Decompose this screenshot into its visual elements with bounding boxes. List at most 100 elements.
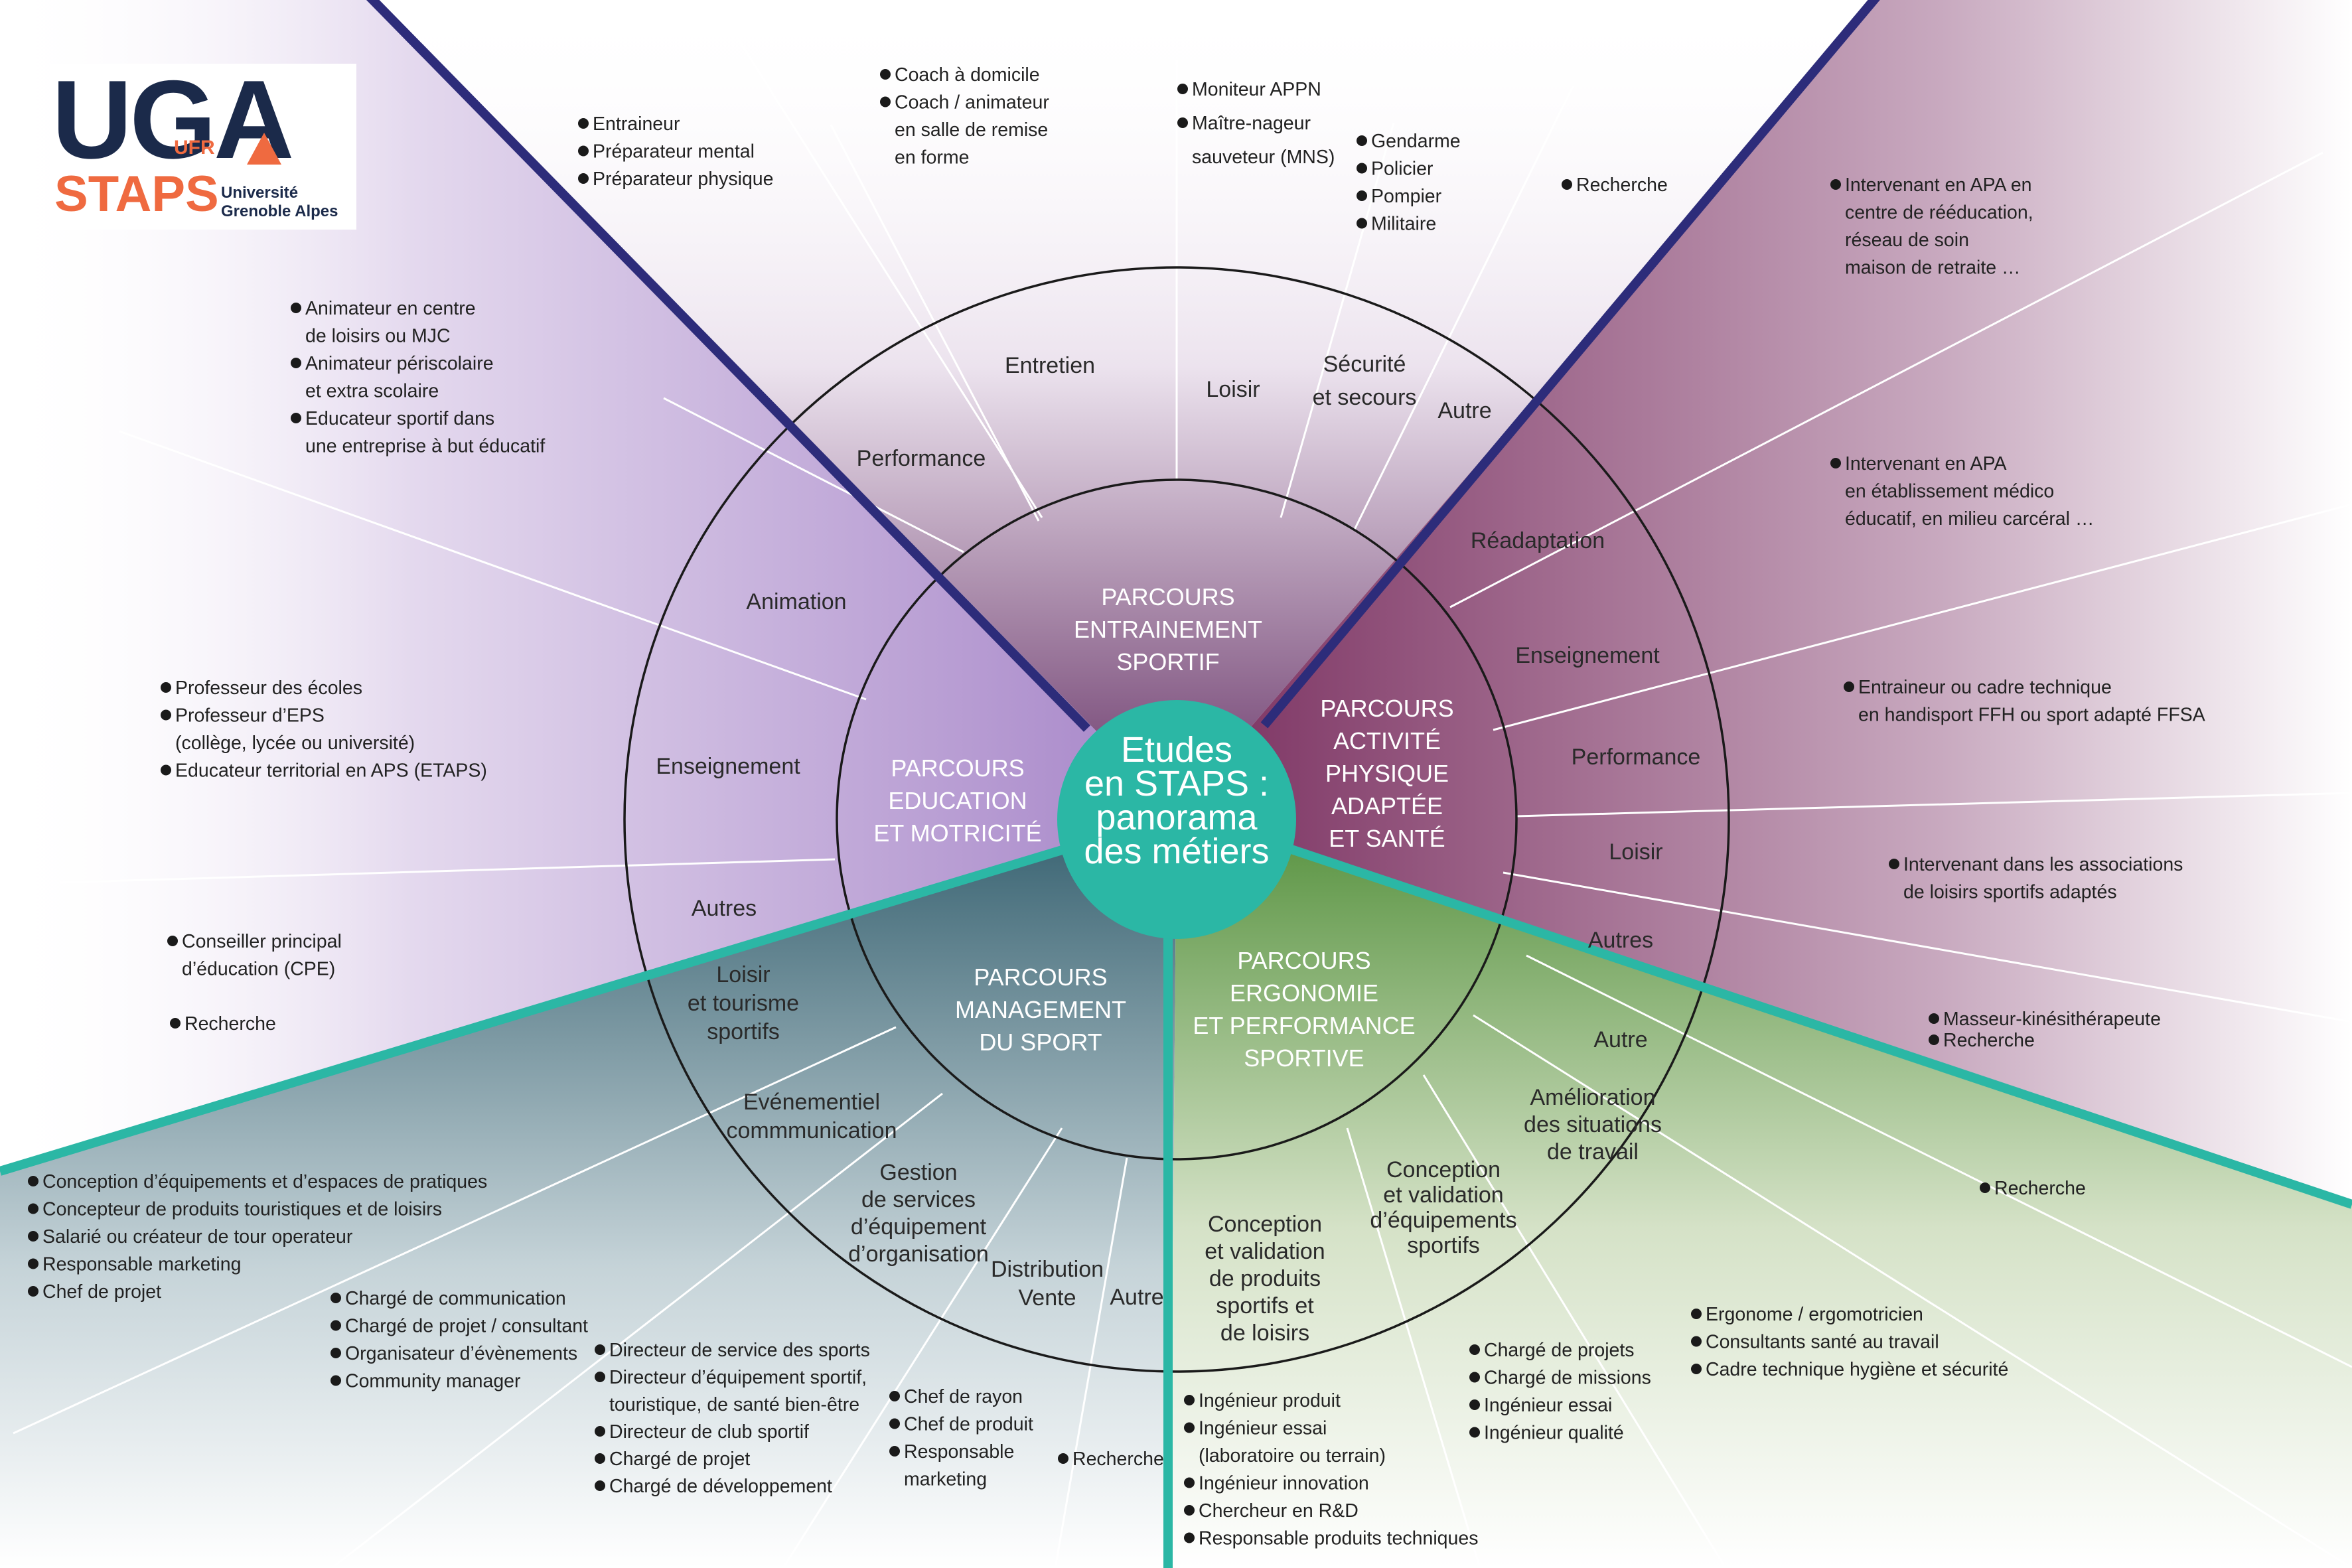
spoke-line bbox=[1526, 954, 2352, 1368]
bullet-icon bbox=[1691, 1309, 1702, 1319]
bullet-icon bbox=[889, 1446, 900, 1457]
job-item: Ingénieur essai bbox=[1484, 1395, 1612, 1416]
job-item: Coach / animateur bbox=[895, 92, 1049, 113]
job-item: Ingénieur produit bbox=[1199, 1390, 1341, 1411]
parcours-label-line: PARCOURS bbox=[1237, 947, 1370, 974]
sector-performance-right: Performance bbox=[1572, 745, 1701, 770]
spoke-line bbox=[1473, 1014, 2352, 1568]
bullet-icon bbox=[1184, 1422, 1195, 1433]
sector-label-line: d’équipement bbox=[851, 1214, 987, 1240]
job-item: Intervenant dans les associations bbox=[1903, 854, 2183, 875]
job-item: Animateur en centre bbox=[305, 298, 476, 319]
sector-label-line: sportifs bbox=[707, 1019, 780, 1044]
bullet-icon bbox=[1830, 179, 1841, 190]
divider-education-entrainement bbox=[366, 0, 1090, 732]
job-item: Professeur d’EPS bbox=[175, 705, 325, 727]
bullet-icon bbox=[170, 1018, 181, 1029]
job-item: et extra scolaire bbox=[305, 381, 439, 402]
sector-label-line: de travail bbox=[1547, 1139, 1639, 1165]
logo-staps: STAPS bbox=[54, 166, 219, 222]
bullet-icon bbox=[161, 764, 171, 776]
sector-label-line: Enseignement bbox=[1515, 643, 1660, 668]
sector-label-line: Distribution bbox=[991, 1257, 1104, 1282]
job-item: en handisport FFH ou sport adapté FFSA bbox=[1858, 705, 2205, 726]
job-item: Responsable produits techniques bbox=[1199, 1528, 1478, 1549]
bullet-icon bbox=[578, 145, 589, 157]
sector-label-line: Loisir bbox=[716, 962, 770, 987]
bullet-icon bbox=[161, 709, 171, 721]
job-item: Policier bbox=[1371, 159, 1433, 180]
bullet-icon bbox=[28, 1203, 38, 1214]
jobs-autre-top: Recherche bbox=[1562, 175, 1668, 196]
bullet-icon bbox=[1889, 859, 1899, 869]
bullet-icon bbox=[595, 1344, 605, 1355]
job-item: une entreprise à but éducatif bbox=[305, 436, 545, 457]
bullet-icon bbox=[1844, 681, 1854, 692]
outer-ring bbox=[623, 266, 1730, 1373]
sector-performance-top: Performance bbox=[857, 446, 986, 471]
sector-label-line: Performance bbox=[1572, 745, 1701, 770]
job-item: Recherche bbox=[1943, 1030, 2035, 1051]
job-item: Chargé de développement bbox=[609, 1476, 832, 1497]
ergonomie-wedge bbox=[1170, 813, 2352, 1568]
job-item: Salarié ou créateur de tour operateur bbox=[42, 1226, 353, 1247]
parcours-label-line: ET MOTRICITÉ bbox=[873, 820, 1041, 847]
sector-label-line: Loisir bbox=[1609, 839, 1662, 865]
bullet-icon bbox=[331, 1293, 341, 1303]
parcours-label-line: ENTRAINEMENT bbox=[1074, 616, 1262, 643]
job-item: Préparateur mental bbox=[593, 141, 755, 163]
spoke-line bbox=[1449, 151, 2323, 608]
spoke-line bbox=[1503, 871, 2352, 1023]
parcours-label-line: SPORTIVE bbox=[1244, 1044, 1364, 1072]
job-item: Ingénieur qualité bbox=[1484, 1423, 1624, 1444]
parcours-label-line: DU SPORT bbox=[979, 1029, 1102, 1056]
parcours-label-line: PHYSIQUE bbox=[1325, 760, 1449, 787]
management-wedge bbox=[0, 813, 1177, 1568]
logo-background bbox=[50, 64, 356, 230]
sector-label-line: Sécurité bbox=[1323, 352, 1406, 377]
sector-enseignement-left: Enseignement bbox=[656, 754, 800, 779]
sector-label-line: Entretien bbox=[1005, 353, 1095, 378]
bullet-icon bbox=[595, 1453, 605, 1464]
job-item: Maître-nageur bbox=[1192, 113, 1311, 134]
sector-label-line: et validation bbox=[1383, 1182, 1503, 1208]
bullet-icon bbox=[1184, 1395, 1195, 1405]
job-item: Recherche bbox=[184, 1013, 276, 1034]
bullet-icon bbox=[1357, 190, 1367, 201]
parcours-label-line: SPORTIF bbox=[1116, 648, 1219, 676]
job-item: Ergonome / ergomotricien bbox=[1706, 1304, 1923, 1325]
sector-label-line: d’équipements bbox=[1370, 1208, 1516, 1233]
sector-label-line: sportifs bbox=[1407, 1233, 1480, 1258]
sector-loisir-top: Loisir bbox=[1206, 377, 1260, 402]
parcours-label-line: PARCOURS bbox=[1320, 695, 1453, 722]
job-item: Directeur de club sportif bbox=[609, 1421, 809, 1443]
logo-ufr: UFR bbox=[174, 137, 215, 159]
job-item: marketing bbox=[904, 1469, 987, 1490]
divider-education-management bbox=[0, 839, 1084, 1176]
jobs-autre-ergo: Recherche bbox=[1980, 1178, 2086, 1199]
sector-readaptation: Réadaptation bbox=[1471, 528, 1605, 553]
job-item: touristique, de santé bien-être bbox=[609, 1394, 859, 1415]
job-item: en salle de remise bbox=[895, 119, 1048, 141]
sector-autre-ergo: Autre bbox=[1593, 1027, 1647, 1052]
divider-entrainement-apa bbox=[1260, 0, 1880, 729]
bullet-icon bbox=[1184, 1505, 1195, 1516]
jobs-loisir-tourisme: Conception d’équipements et d’espaces de… bbox=[28, 1171, 487, 1303]
center-title-line: en STAPS : bbox=[1084, 764, 1269, 804]
bullet-icon bbox=[291, 303, 301, 313]
job-item: Cadre technique hygiène et sécurité bbox=[1706, 1359, 2008, 1380]
job-item: sauveteur (MNS) bbox=[1192, 147, 1335, 168]
parcours-label-line: PARCOURS bbox=[1101, 583, 1234, 610]
